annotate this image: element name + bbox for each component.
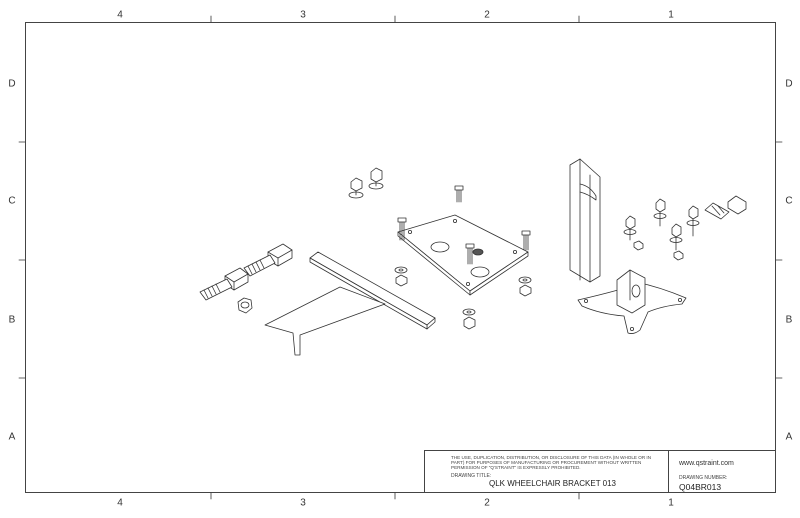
- zone-col-bottom-3: 3: [300, 497, 306, 509]
- title-block-divider: [668, 451, 669, 492]
- hex-nut: [237, 297, 253, 314]
- zone-row-left-b: B: [8, 314, 16, 326]
- slotted-upright: [569, 158, 601, 283]
- zone-row-right-c: C: [785, 195, 793, 207]
- zone-row-left-d: D: [8, 78, 16, 90]
- drawing-title-label: DRAWING TITLE:: [451, 473, 492, 479]
- drawing-frame: [25, 22, 776, 493]
- zone-col-top-4: 4: [117, 9, 123, 21]
- zone-row-right-a: A: [785, 431, 793, 443]
- zone-row-left-a: A: [8, 431, 16, 443]
- mounting-plate: [397, 214, 529, 296]
- zone-col-bottom-1: 1: [668, 497, 674, 509]
- website-text: www.qstraint.com: [679, 460, 734, 467]
- zone-col-top-2: 2: [484, 9, 490, 21]
- zone-row-right-d: D: [785, 78, 793, 90]
- zone-row-left-c: C: [8, 195, 16, 207]
- short-bolts-right: [704, 195, 747, 220]
- zone-col-top-1: 1: [668, 9, 674, 21]
- zone-ticks: [18, 15, 783, 500]
- zone-col-bottom-4: 4: [117, 497, 123, 509]
- zone-col-top-3: 3: [300, 9, 306, 21]
- plate-washers: [394, 266, 532, 330]
- bent-bracket: [264, 251, 436, 356]
- drawing-number: Q04BR013: [679, 482, 722, 492]
- pivot-base: [577, 269, 687, 334]
- zone-col-bottom-2: 2: [484, 497, 490, 509]
- title-block: THE USE, DUPLICATION, DISTRIBUTION, OR D…: [424, 450, 776, 493]
- flanged-bolts: [348, 167, 384, 199]
- disclaimer-text: THE USE, DUPLICATION, DISTRIBUTION, OR D…: [451, 455, 652, 470]
- plate-bolts: [397, 185, 531, 265]
- long-bolt-2: [199, 267, 249, 301]
- zone-row-right-b: B: [785, 314, 793, 326]
- drawing-title: QLK WHEELCHAIR BRACKET 013: [489, 479, 617, 488]
- long-bolt-1: [243, 243, 293, 277]
- right-hardware: [623, 198, 700, 261]
- drawing-number-label: DRAWING NUMBER:: [679, 475, 728, 481]
